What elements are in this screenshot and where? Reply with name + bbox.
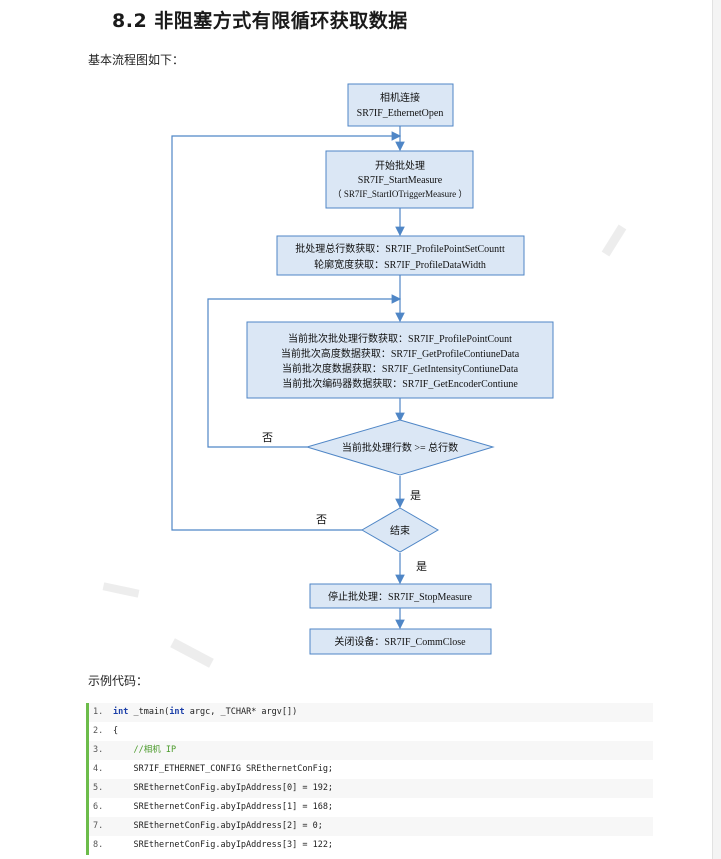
box-start-line2: SR7IF_StartMeasure (358, 175, 443, 186)
box-params-line1: 批处理总行数获取：SR7IF_ProfilePointSetCountt (295, 242, 505, 255)
code-line: 4. SR7IF_ETHERNET_CONFIG SREthernetConFi… (89, 760, 653, 779)
intro-text: 基本流程图如下： (88, 53, 185, 67)
line-number: 8. (93, 840, 104, 850)
code-line: 8. SREthernetConFig.abyIpAddress[3] = 12… (89, 836, 653, 855)
code-text: SREthernetConFig.abyIpAddress[1] = 168; (113, 802, 334, 812)
label-no-loop1: 否 (262, 431, 273, 444)
flowchart: 相机连接 SR7IF_EthernetOpen 开始批处理 SR7IF_Star… (171, 83, 554, 655)
sample-code-label: 示例代码： (88, 674, 149, 688)
box-start: 开始批处理 SR7IF_StartMeasure （ SR7IF_StartIO… (325, 150, 474, 209)
code-line: 6. SREthernetConFig.abyIpAddress[1] = 16… (89, 798, 653, 817)
code-block: 1. int _tmain(int argc, _TCHAR* argv[]) … (86, 703, 653, 855)
label-no-loop2: 否 (316, 513, 327, 526)
code-line: 2. { (89, 722, 653, 741)
decision-total-rows: 当前批处理行数 >= 总行数 (305, 419, 495, 476)
label-yes-1: 是 (410, 489, 421, 502)
decision-end: 结束 (361, 507, 439, 553)
code-text: SREthernetConFig.abyIpAddress[2] = 0; (113, 821, 323, 831)
edge-loop-no1 (207, 294, 402, 448)
line-number: 3. (93, 745, 104, 755)
box-fetch-line2: 当前批次高度数据获取：SR7IF_GetProfileContiuneData (281, 347, 520, 360)
line-number: 5. (93, 783, 104, 793)
decision-end-label: 结束 (390, 524, 410, 537)
code-text: SR7IF_ETHERNET_CONFIG SREthernetConFig; (113, 764, 334, 774)
edge-loop-no2 (171, 131, 402, 531)
code-line: 3. //相机 IP (89, 741, 653, 760)
page-right-edge (712, 0, 721, 859)
box-params-line2: 轮廓宽度获取：SR7IF_ProfileDataWidth (314, 258, 486, 271)
code-text: int _tmain(int argc, _TCHAR* argv[]) (113, 703, 297, 722)
box-stop-label: 停止批处理：SR7IF_StopMeasure (328, 590, 472, 603)
label-yes-2: 是 (416, 560, 427, 573)
box-start-line1: 开始批处理 (375, 159, 425, 172)
box-params: 批处理总行数获取：SR7IF_ProfilePointSetCountt 轮廓宽… (276, 235, 525, 276)
box-start-line3: （ SR7IF_StartIOTriggerMeasure ） (333, 189, 468, 199)
decision-total-rows-label: 当前批处理行数 >= 总行数 (342, 441, 458, 454)
code-fragment: argc, _TCHAR* argv[]) (184, 707, 298, 717)
box-fetch-line1: 当前批次批处理行数获取：SR7IF_ProfilePointCount (288, 332, 512, 345)
section-heading: 8.2 非阻塞方式有限循环获取数据 (112, 10, 408, 32)
box-fetch-line4: 当前批次编码器数据获取：SR7IF_GetEncoderContiune (282, 377, 518, 390)
keyword: int (113, 707, 129, 717)
line-number: 4. (93, 764, 104, 774)
code-line: 7. SREthernetConFig.abyIpAddress[2] = 0; (89, 817, 653, 836)
box-connect-line1: 相机连接 (380, 91, 420, 104)
box-connect-line2: SR7IF_EthernetOpen (357, 108, 444, 119)
code-line: 5. SREthernetConFig.abyIpAddress[0] = 19… (89, 779, 653, 798)
code-text: SREthernetConFig.abyIpAddress[3] = 122; (113, 840, 334, 850)
line-number: 1. (93, 707, 104, 717)
box-fetch-line3: 当前批次度数据获取：SR7IF_GetIntensityContiuneData (282, 362, 519, 375)
box-stop: 停止批处理：SR7IF_StopMeasure (309, 583, 492, 609)
line-number: 7. (93, 821, 104, 831)
code-comment: //相机 IP (113, 745, 177, 755)
keyword: int (169, 707, 185, 717)
code-text: SREthernetConFig.abyIpAddress[0] = 192; (113, 783, 334, 793)
code-fragment: _tmain( (128, 707, 170, 717)
code-text: { (113, 726, 119, 736)
code-line: 1. int _tmain(int argc, _TCHAR* argv[]) (89, 703, 653, 722)
box-close: 关闭设备：SR7IF_CommClose (309, 628, 492, 655)
line-number: 2. (93, 726, 104, 736)
line-number: 6. (93, 802, 104, 812)
box-connect: 相机连接 SR7IF_EthernetOpen (347, 83, 454, 127)
box-close-label: 关闭设备：SR7IF_CommClose (334, 635, 466, 648)
box-fetch: 当前批次批处理行数获取：SR7IF_ProfilePointCount 当前批次… (246, 321, 554, 399)
